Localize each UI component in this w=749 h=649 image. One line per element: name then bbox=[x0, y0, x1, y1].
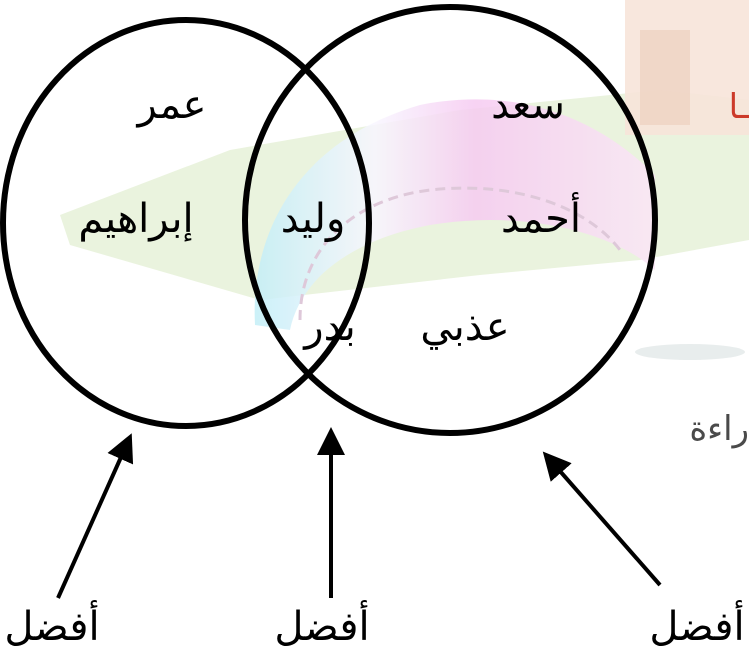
right-arrow-label: أفضل bbox=[649, 600, 744, 649]
right-name-3: عذبي bbox=[420, 304, 509, 350]
left-name-2: إبراهيم bbox=[78, 196, 193, 242]
left-name-1: عمر bbox=[135, 82, 206, 128]
right-name-1: سعد bbox=[491, 82, 565, 128]
intersection-name-1: وليد bbox=[281, 196, 346, 242]
right-arrow bbox=[552, 462, 660, 585]
center-arrow-label: أفضل bbox=[274, 600, 369, 649]
left-arrow-label: أفضل bbox=[4, 600, 99, 649]
intersection-name-2: بدر bbox=[302, 304, 355, 350]
left-arrow bbox=[58, 446, 126, 598]
watermark-figure-detail bbox=[640, 30, 690, 125]
background-illustration bbox=[60, 0, 749, 360]
right-name-2: أحمد bbox=[501, 192, 581, 242]
background-partial-text: راءة bbox=[689, 409, 749, 449]
watermark-shadow bbox=[635, 344, 745, 360]
background-partial-glyph: ـا bbox=[729, 87, 749, 127]
